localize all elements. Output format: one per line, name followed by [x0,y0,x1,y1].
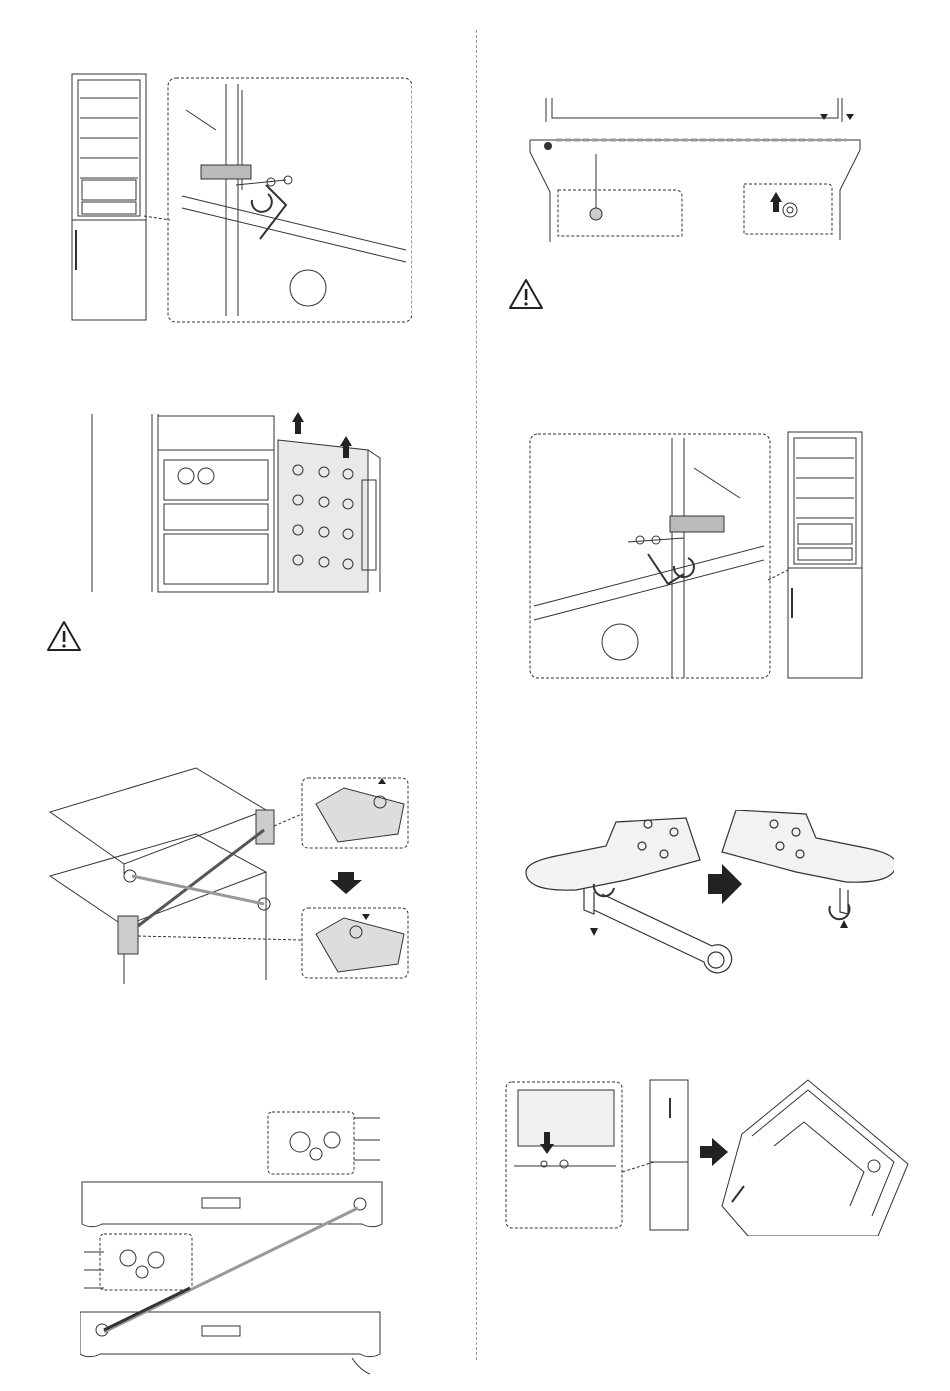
column-divider [476,30,477,1360]
figure-remove-top-caps [526,94,864,246]
warning-triangle-icon [46,620,82,657]
figure-lift-freezer-door [86,410,396,596]
figure-bottom-hinge-swap [80,1108,390,1380]
figure-hinge-pin-wrench [524,810,894,978]
figure-swap-hinge-brackets [46,764,410,992]
figure-door-install [504,1076,914,1236]
warning-triangle-icon [508,278,544,315]
figure-hinge-screw-install [524,428,866,684]
figure-hinge-screw-removal [66,70,412,325]
